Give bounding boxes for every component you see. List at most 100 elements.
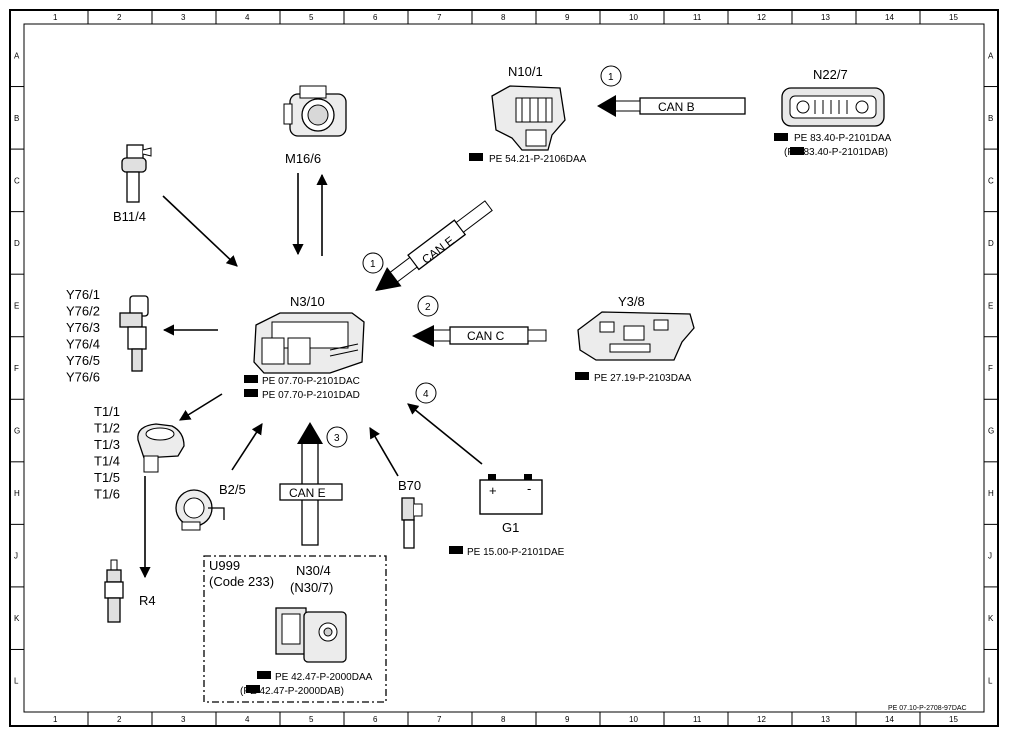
n22-7-component bbox=[781, 87, 885, 127]
marker-1-left bbox=[362, 252, 384, 274]
grid-row-label: G bbox=[14, 427, 20, 436]
grid-row-label: E bbox=[988, 301, 993, 310]
component-label: T1/6 bbox=[94, 487, 120, 502]
grid-row-label: H bbox=[988, 489, 994, 498]
grid-row-label: F bbox=[988, 364, 993, 373]
b70-label: B70 bbox=[398, 478, 421, 493]
b70-to-n3-10-arrow bbox=[369, 427, 399, 477]
grid-column-label: 1 bbox=[53, 13, 58, 22]
grid-row-label: G bbox=[988, 427, 994, 436]
grid-row-label: K bbox=[14, 614, 20, 623]
grid-row-label: D bbox=[14, 239, 20, 248]
grid-column-label: 15 bbox=[949, 715, 958, 724]
component-label: Y76/2 bbox=[66, 304, 100, 319]
grid-row-label: L bbox=[988, 677, 993, 686]
grid-column-label: 2 bbox=[117, 715, 122, 724]
inner-frame bbox=[23, 23, 985, 713]
outer-frame bbox=[9, 9, 999, 727]
b2-5-label: B2/5 bbox=[219, 482, 246, 497]
can-e-bottom-arrow bbox=[279, 422, 343, 546]
y3-8-label: Y3/8 bbox=[618, 294, 645, 309]
reference-icon bbox=[449, 546, 463, 554]
g1-battery-component bbox=[479, 474, 543, 515]
grid-column-label: 13 bbox=[821, 715, 830, 724]
t1-ignition-coil-component bbox=[137, 423, 185, 473]
grid-row-label: D bbox=[988, 239, 994, 248]
b70-component bbox=[401, 497, 423, 549]
u999-optional-box bbox=[203, 555, 387, 703]
grid-row-label: B bbox=[14, 114, 19, 123]
component-label: Y76/1 bbox=[66, 287, 100, 302]
grid-column-label: 4 bbox=[245, 715, 250, 724]
document-id: PE 07.10-P-2708-97DAC bbox=[888, 705, 967, 712]
marker-3-text: 3 bbox=[334, 433, 340, 444]
t1-labels: T1/1T1/2T1/3T1/4T1/5T1/6 bbox=[94, 404, 120, 502]
reference-icon bbox=[244, 389, 258, 397]
grid-row-label: L bbox=[14, 677, 19, 686]
marker-1-top-text: 1 bbox=[608, 72, 614, 83]
grid-column-label: 12 bbox=[757, 715, 766, 724]
reference-icon bbox=[246, 685, 260, 693]
grid-column-label: 8 bbox=[501, 715, 506, 724]
n3-10-to-t1-arrow bbox=[179, 393, 223, 421]
g1-label: G1 bbox=[502, 520, 519, 535]
grid-row-label: J bbox=[14, 552, 18, 561]
n30-4-abs-unit-component bbox=[275, 607, 347, 663]
component-label: T1/2 bbox=[94, 421, 120, 436]
marker-4-text: 4 bbox=[423, 389, 429, 400]
m16-6-component bbox=[283, 85, 347, 137]
grid-column-label: 5 bbox=[309, 715, 314, 724]
grid-row-label: E bbox=[14, 301, 19, 310]
b2-5-to-n3-10-arrow bbox=[231, 423, 263, 471]
grid-column-label: 10 bbox=[629, 13, 638, 22]
reference-icon bbox=[774, 133, 788, 141]
component-label: T1/4 bbox=[94, 454, 120, 469]
grid-column-label: 11 bbox=[693, 715, 702, 724]
b11-4-label: B11/4 bbox=[113, 209, 146, 224]
reference-icon bbox=[469, 153, 483, 161]
u999-code-note: (Code 233) bbox=[209, 574, 274, 589]
n3-10-component bbox=[253, 312, 365, 374]
grid-row-label: H bbox=[14, 489, 20, 498]
y3-8-component bbox=[577, 311, 695, 361]
grid-column-label: 14 bbox=[885, 715, 894, 724]
grid-row-label: F bbox=[14, 364, 19, 373]
marker-3 bbox=[326, 426, 348, 448]
marker-2 bbox=[417, 295, 439, 317]
n30-4-ref-2: (PE 42.47-P-2000DAB) bbox=[240, 686, 344, 697]
grid-column-label: 7 bbox=[437, 715, 442, 724]
grid-row-label: A bbox=[14, 51, 20, 60]
n30-7-label: (N30/7) bbox=[290, 580, 333, 595]
grid-row-label: A bbox=[988, 51, 994, 60]
can-b-label: CAN B bbox=[658, 100, 695, 114]
grid-column-label: 3 bbox=[181, 13, 186, 22]
grid-column-label: 7 bbox=[437, 13, 442, 22]
component-label: Y76/4 bbox=[66, 337, 100, 352]
can-e-bottom-label: CAN E bbox=[289, 486, 326, 500]
marker-4 bbox=[415, 382, 437, 404]
n3-10-ref-1: PE 07.70-P-2101DAC bbox=[262, 376, 360, 387]
grid-column-label: 15 bbox=[949, 13, 958, 22]
can-c-arrow bbox=[412, 325, 547, 347]
reference-icon bbox=[575, 372, 589, 380]
can-c-label: CAN C bbox=[467, 329, 505, 343]
n30-4-label: N30/4 bbox=[296, 563, 331, 578]
r4-label: R4 bbox=[139, 593, 156, 608]
grid-column-label: 9 bbox=[565, 715, 570, 724]
reference-icon bbox=[790, 147, 804, 155]
n10-1-label: N10/1 bbox=[508, 64, 543, 79]
grid-row-label: J bbox=[988, 552, 992, 561]
g1-minus-sign: - bbox=[527, 481, 531, 496]
grid-column-label: 11 bbox=[693, 13, 702, 22]
grid-column-label: 12 bbox=[757, 13, 766, 22]
u999-code-label: U999 bbox=[209, 558, 240, 573]
g1-plus-sign: + bbox=[489, 483, 497, 498]
n22-7-ref-2: (PE 83.40-P-2101DAB) bbox=[784, 147, 888, 158]
component-label: T1/5 bbox=[94, 470, 120, 485]
marker-1-left-text: 1 bbox=[370, 259, 376, 270]
n3-10-ref-2: PE 07.70-P-2101DAD bbox=[262, 390, 360, 401]
can-e-top-arrow bbox=[375, 200, 493, 292]
